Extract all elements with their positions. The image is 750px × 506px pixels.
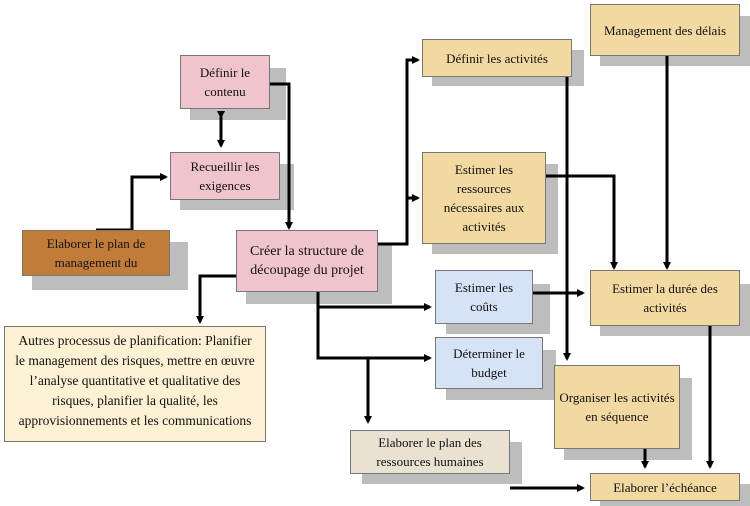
node-label: Management des délais (603, 22, 726, 38)
node-label: Recueillir les exigences (190, 159, 260, 193)
node-label: Elaborer l’échéance (613, 479, 717, 495)
node-definir-activites: Définir les activités (422, 39, 572, 77)
node-label: Définir le contenu (199, 65, 251, 99)
node-label: Elaborer le plan de management du (46, 236, 146, 270)
node-elaborer-plan-management: Elaborer le plan de management du (22, 230, 170, 276)
node-estimer-couts: Estimer les coûts (435, 270, 533, 324)
node-label: Estimer la durée des activités (612, 281, 718, 315)
node-autres-processus: Autres processus de planification: Plani… (4, 326, 266, 442)
node-determiner-budget: Déterminer le budget (435, 337, 543, 389)
node-label: Déterminer le budget (453, 346, 525, 380)
node-organiser-activites: Organiser les activités en séquence (554, 365, 680, 449)
node-estimer-duree: Estimer la durée des activités (590, 270, 740, 326)
node-definir-contenu: Définir le contenu (180, 55, 270, 109)
node-label: Estimer les ressources nécessaires aux a… (443, 162, 525, 234)
node-label: Estimer les coûts (454, 280, 514, 314)
arrow-structure-to-definir (378, 56, 420, 246)
node-recueillir-exigences: Recueillir les exigences (170, 152, 280, 200)
arrow-ressources-to-duree (546, 174, 618, 270)
arrow-structure-to-budget (316, 307, 432, 362)
node-estimer-ressources: Estimer les ressources nécessaires aux a… (422, 152, 546, 244)
node-management-delais: Management des délais (590, 4, 740, 56)
node-label: Organiser les activités en séquence (559, 390, 675, 424)
node-label: Définir les activités (446, 50, 548, 66)
node-label: Créer la structure de découpage du proje… (250, 244, 364, 278)
node-label: Autres processus de planification: Plani… (15, 333, 255, 428)
node-elaborer-plan-rh: Elaborer le plan des ressources humaines (350, 430, 510, 474)
arrow-structure-to-couts (316, 292, 432, 311)
arrow-plan-to-exigences (96, 173, 168, 232)
arrow-contenu-to-structure (270, 82, 293, 230)
arrow-structure-to-autres (196, 274, 236, 324)
node-elaborer-echeance: Elaborer l’échéance (590, 473, 740, 501)
node-label: Elaborer le plan des ressources humaines (376, 435, 484, 469)
node-creer-structure: Créer la structure de découpage du proje… (236, 230, 378, 292)
